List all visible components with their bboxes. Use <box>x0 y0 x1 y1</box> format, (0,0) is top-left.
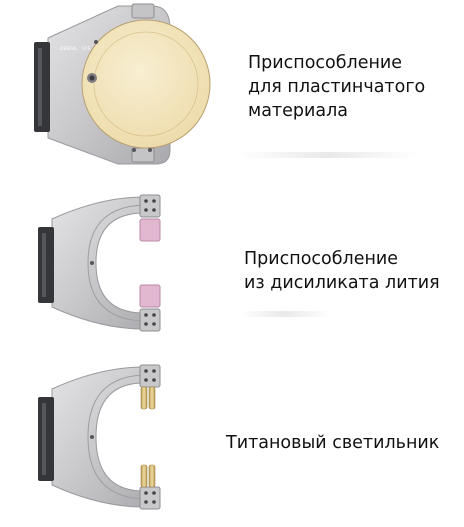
item-label-titanium: Титановый светильник <box>226 433 440 453</box>
holder-titanium-pin-icon <box>38 364 161 510</box>
holder-row-titanium: Титановый светильник <box>0 355 464 527</box>
brand-mark: DENTAL <box>60 46 78 52</box>
brand-suffix: SYS <box>82 46 91 52</box>
holder-disc-blank-icon: DENTAL SYS <box>34 3 211 165</box>
holder-row-blank: DENTAL SYS Приспособление для пластинчат… <box>0 0 464 175</box>
holder-block-clamp-icon <box>38 194 161 332</box>
faded-text-reflection <box>240 311 330 317</box>
faded-text-reflection <box>238 152 418 158</box>
item-label-disilicate: Приспособление из дисиликата лития <box>244 249 440 293</box>
holder-row-disilicate: Приспособление из дисиликата лития <box>0 185 464 345</box>
item-label-blank: Приспособление для пластинчатого материа… <box>248 53 426 121</box>
